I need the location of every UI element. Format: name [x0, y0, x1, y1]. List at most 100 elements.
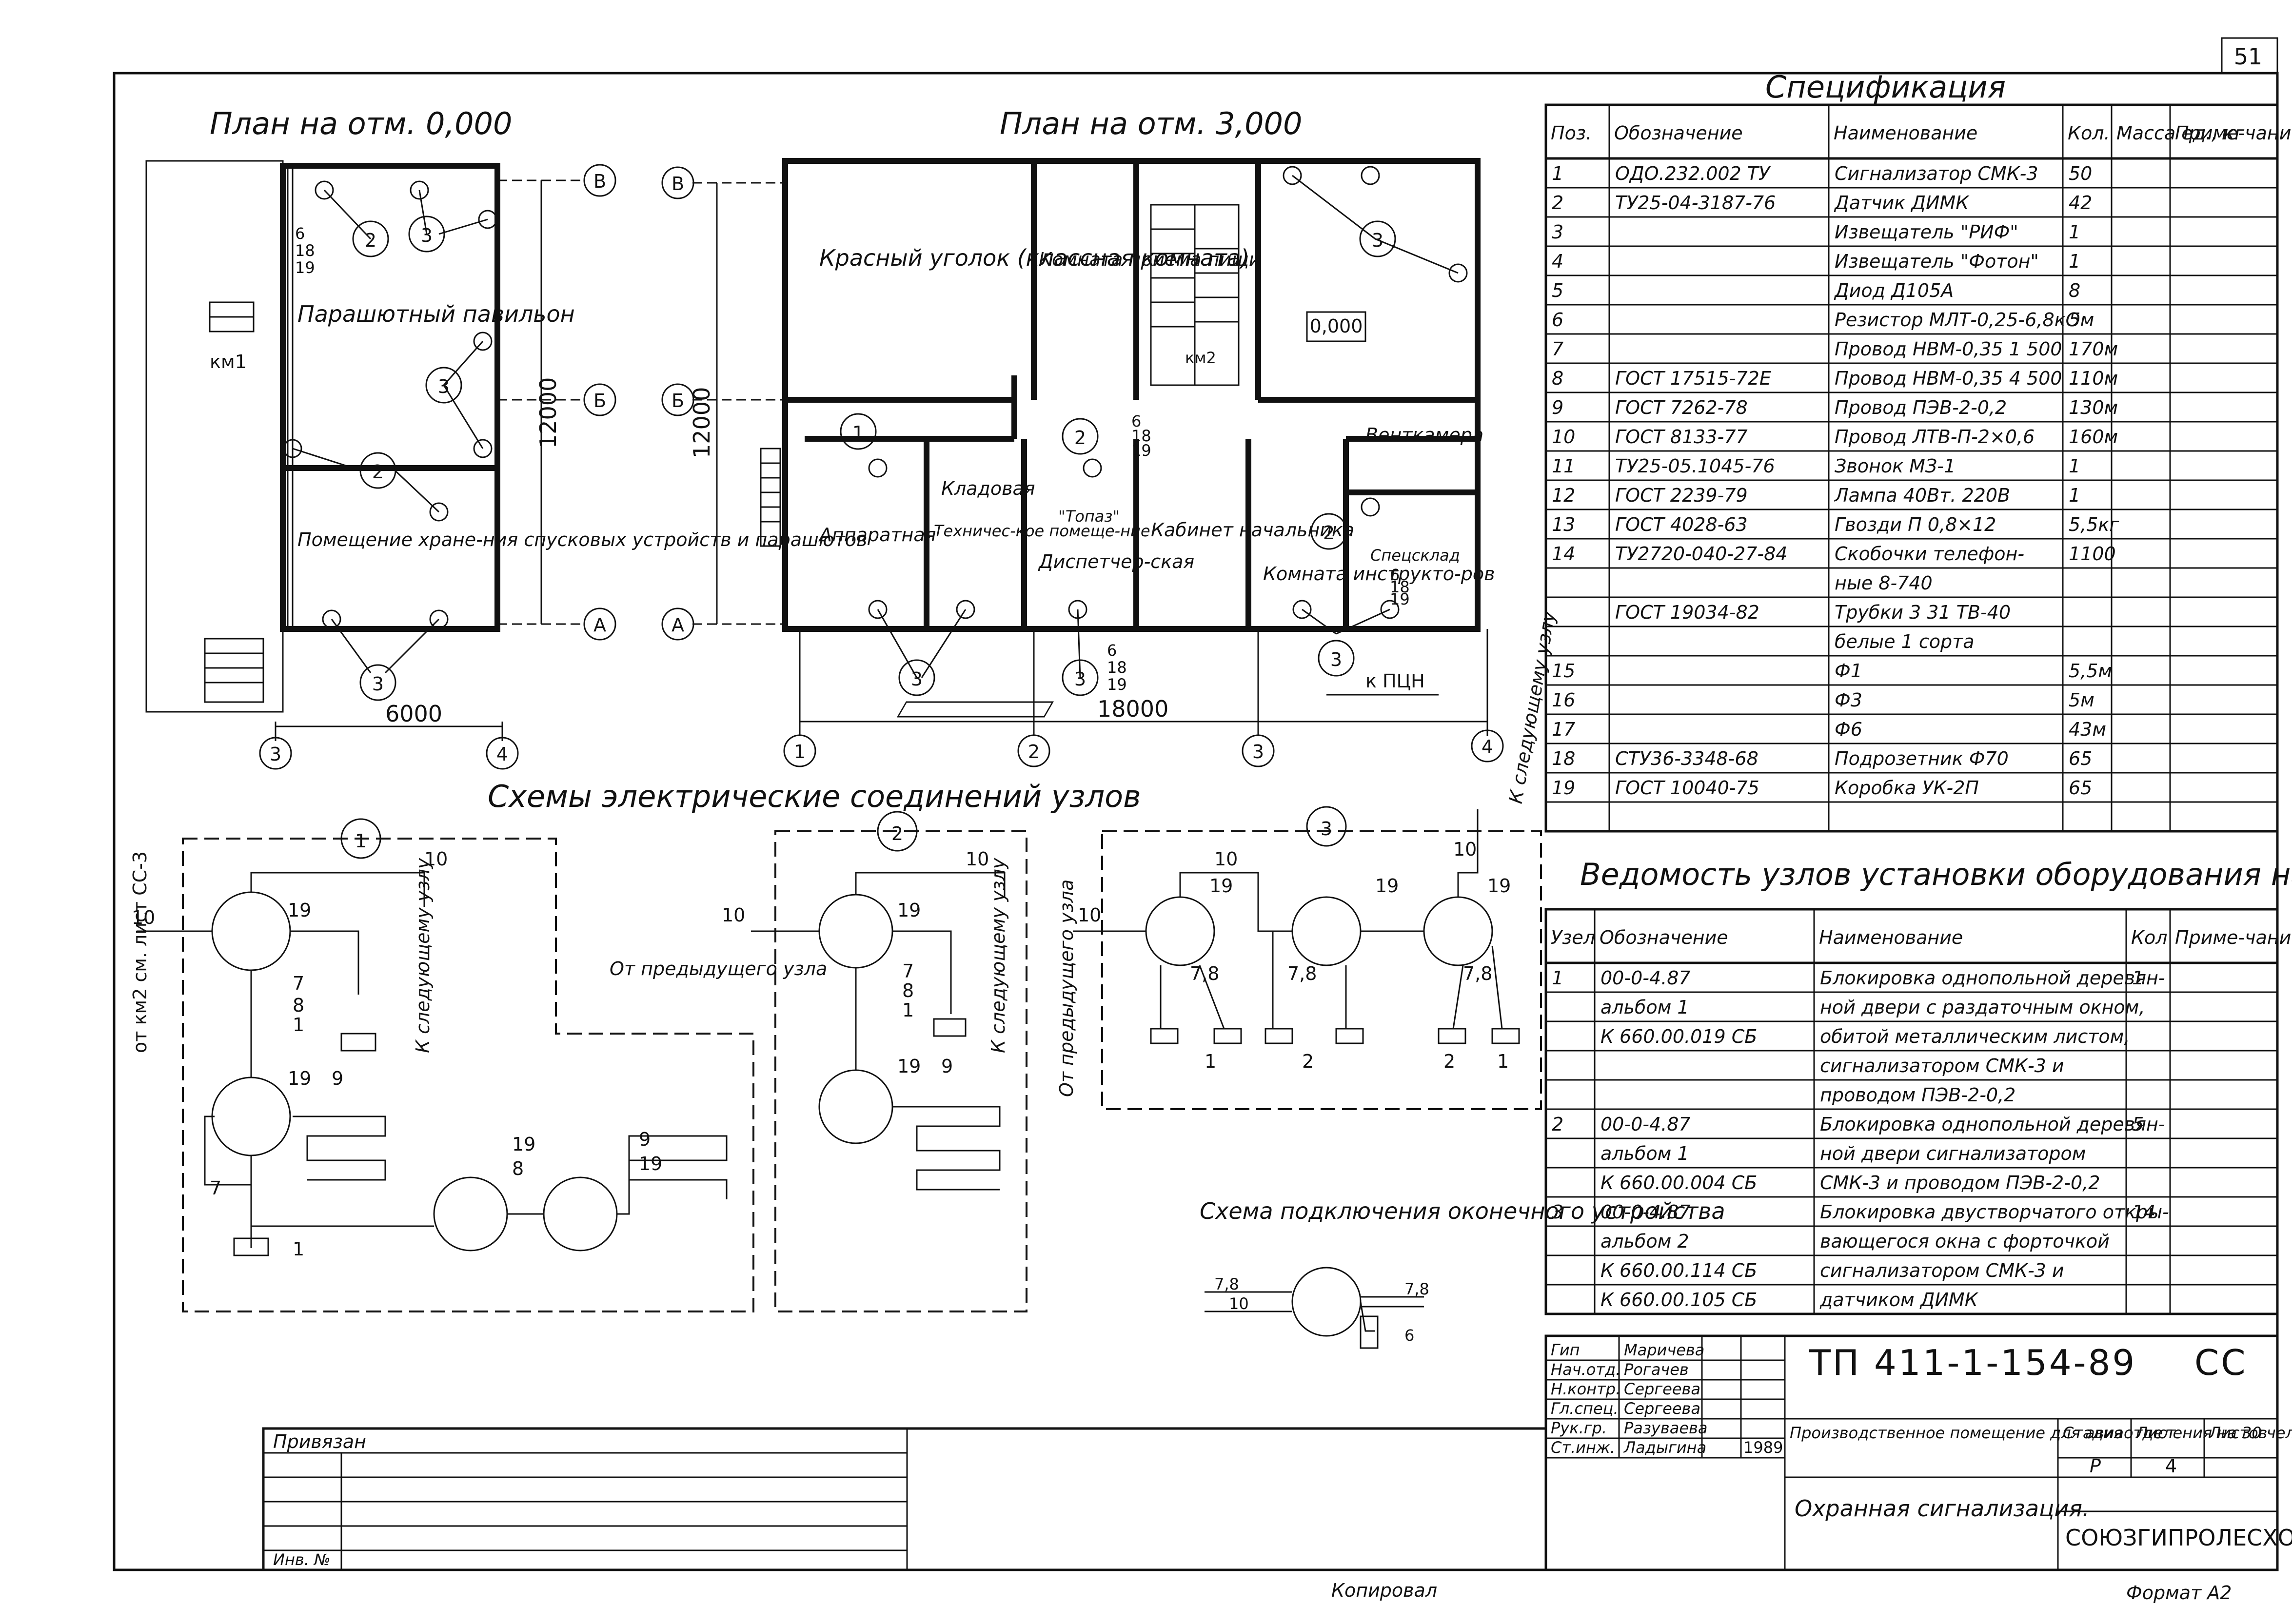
scheme1-mark-19c: 19 — [512, 1134, 535, 1155]
room-parachute: Парашютный павильон — [297, 301, 575, 327]
scheme1-mark-9a: 9 — [332, 1068, 343, 1089]
plan2-axis-mid: Б — [672, 390, 684, 411]
spec-cell-r12-c3: 5,5кг — [2069, 514, 2119, 535]
spec-cell-r6-c0: 7 — [1552, 338, 1563, 360]
spec-cell-r8-c2: Провод ПЭВ-2-0,2 — [1835, 397, 2007, 418]
km1-label: км1 — [210, 351, 247, 372]
spec-cell-r10-c0: 11 — [1552, 455, 1575, 477]
name-head-dept: Рогачев — [1624, 1360, 1689, 1379]
room-mark-box — [1306, 311, 1366, 342]
privyazan-block — [262, 1427, 1547, 1571]
spec-header-3: Кол. — [2068, 122, 2110, 144]
spec-cell-r12-c0: 13 — [1552, 514, 1575, 535]
terminal-title: Схема подключения оконечного устройства — [1200, 1198, 1725, 1224]
spec-cell-r20-c3: 65 — [2069, 748, 2092, 769]
plan2-ref-bottom-a: 6 — [1107, 641, 1117, 660]
nodes-cell-r4-c2: проводом ПЭВ-2-0,2 — [1820, 1084, 2015, 1106]
scheme2-node: 2 — [891, 823, 903, 844]
plan2-ref-bottom-c: 19 — [1107, 675, 1127, 694]
svg-text:3: 3 — [421, 225, 433, 246]
spec-cell-r13-c0: 14 — [1552, 543, 1575, 565]
plan2-ref-top-b: 18 — [1131, 427, 1151, 445]
nodes-header-4: Приме-чание — [2175, 927, 2292, 948]
scheme2-device — [933, 1018, 967, 1037]
scheme1-mark-10a: 10 — [132, 907, 155, 928]
drawing-code: ТП 411-1-154-89 — [1809, 1342, 2136, 1383]
role-group-lead: Рук.гр. — [1551, 1419, 1607, 1437]
svg-text:2: 2 — [365, 230, 376, 251]
nodes-cell-r8-c2: Блокировка двустворчатого откры- — [1820, 1201, 2169, 1223]
spec-cell-r8-c1: ГОСТ 7262-78 — [1615, 397, 1748, 418]
scheme3-mark-78c: 7,8 — [1463, 963, 1492, 984]
nodes-header-1: Обозначение — [1600, 927, 1728, 948]
room-storage2: Кладовая — [941, 478, 1035, 499]
plan1-axis-top: В — [593, 171, 606, 192]
inv-label: Инв. № — [273, 1550, 330, 1569]
spec-cell-r17-c2: Ф1 — [1835, 660, 1862, 682]
spec-cell-r10-c3: 1 — [2069, 455, 2080, 477]
scheme1-mark-1b: 1 — [293, 1238, 304, 1260]
terminal-resistor — [1360, 1315, 1379, 1349]
spec-cell-r12-c2: Гвозди П 0,8×12 — [1835, 514, 1996, 535]
sheet-mark: СС — [2194, 1342, 2248, 1383]
scheme1-mark-8b: 8 — [512, 1158, 524, 1179]
topaz-label: "Топаз" — [1058, 507, 1120, 526]
spec-cell-r9-c2: Провод ЛТВ-П-2×0,6 — [1835, 426, 2035, 448]
spec-cell-r10-c1: ТУ25-05.1045-76 — [1615, 455, 1775, 477]
spec-cell-r5-c2: Резистор МЛТ-0,25-6,8кОм — [1835, 309, 2094, 331]
scheme2-mark-1: 1 — [902, 999, 914, 1021]
scheme3-device5 — [1438, 1028, 1466, 1044]
plan2-ref-special-b: 18 — [1390, 578, 1410, 596]
spec-cell-r19-c0: 17 — [1552, 719, 1575, 740]
nodes-cell-r11-c2: датчиком ДИМК — [1819, 1289, 1979, 1311]
spec-cell-r8-c3: 130м — [2069, 397, 2118, 418]
spec-title: Спецификация — [1765, 69, 2006, 105]
km2-label: км2 — [1185, 349, 1216, 367]
spec-cell-r11-c0: 12 — [1552, 485, 1575, 506]
room-head: Кабинет начальника — [1151, 519, 1354, 541]
spec-cell-r20-c2: Подрозетник Ф70 — [1835, 748, 2009, 769]
scheme3-mark-10a: 10 — [1078, 904, 1101, 926]
scheme1-to-next: К следующему узлу — [412, 858, 434, 1053]
nodes-title: Ведомость узлов установки оборудования н… — [1580, 857, 2292, 892]
plan1-inner-wall — [287, 165, 294, 630]
spec-cell-r18-c3: 5м — [2069, 689, 2094, 711]
scheme3-node: 3 — [1321, 818, 1332, 840]
role-engineer: Ст.инж. — [1551, 1438, 1615, 1457]
spec-header-5: Приме-чание — [2175, 122, 2292, 144]
scheme2-wiring — [751, 872, 1006, 1191]
spec-cell-r2-c0: 3 — [1552, 221, 1563, 243]
spec-cell-r2-c3: 1 — [2069, 221, 2080, 243]
spec-cell-r14-c2: ные 8-740 — [1835, 572, 1933, 594]
plan1-ref-b: 18 — [295, 241, 315, 260]
scheme3-mark-19c: 19 — [1487, 875, 1511, 897]
room-apparatus: Аппаратная — [818, 524, 936, 546]
spec-cell-r13-c2: Скобочки телефон- — [1835, 543, 2024, 565]
spec-cell-r11-c3: 1 — [2069, 485, 2080, 506]
scheme1-from-km2: от км2 см. лист СС-3 — [129, 851, 151, 1053]
scheme1-mark-1: 1 — [293, 1014, 304, 1036]
svg-text:3: 3 — [911, 668, 923, 690]
spec-cell-r0-c0: 1 — [1552, 163, 1563, 184]
room-dispatch: Диспетчер-ская — [1038, 551, 1194, 572]
nodes-cell-r8-c0: 3 — [1552, 1201, 1563, 1223]
spec-cell-r9-c0: 10 — [1552, 426, 1575, 448]
scheme1-mark-7: 7 — [293, 973, 304, 994]
spec-cell-r7-c1: ГОСТ 17515-72Е — [1615, 368, 1771, 389]
spec-cell-r17-c3: 5,5м — [2069, 660, 2112, 682]
scheme3-device3 — [1265, 1028, 1293, 1044]
svg-text:3: 3 — [1074, 668, 1086, 690]
nodes-cell-r5-c2: Блокировка однопольной деревян- — [1820, 1114, 2165, 1135]
svg-text:3: 3 — [438, 376, 450, 397]
plan1-sensors — [283, 180, 497, 674]
spec-cell-r5-c3: 5 — [2069, 309, 2080, 331]
plan1-ref-c: 19 — [295, 258, 315, 277]
scheme2-mark-9: 9 — [941, 1056, 953, 1077]
scheme1-mark-10b: 10 — [424, 848, 448, 870]
stage-value: Р — [2090, 1455, 2101, 1477]
plan2-ref-special-c: 19 — [1390, 590, 1410, 608]
scheme3-mark-10b: 10 — [1214, 848, 1238, 870]
nodes-cell-r5-c1: 00-0-4.87 — [1600, 1114, 1691, 1135]
room-meal: Комната приема пищи — [1039, 249, 1261, 270]
nodes-cell-r0-c3: 1 — [2132, 967, 2144, 989]
